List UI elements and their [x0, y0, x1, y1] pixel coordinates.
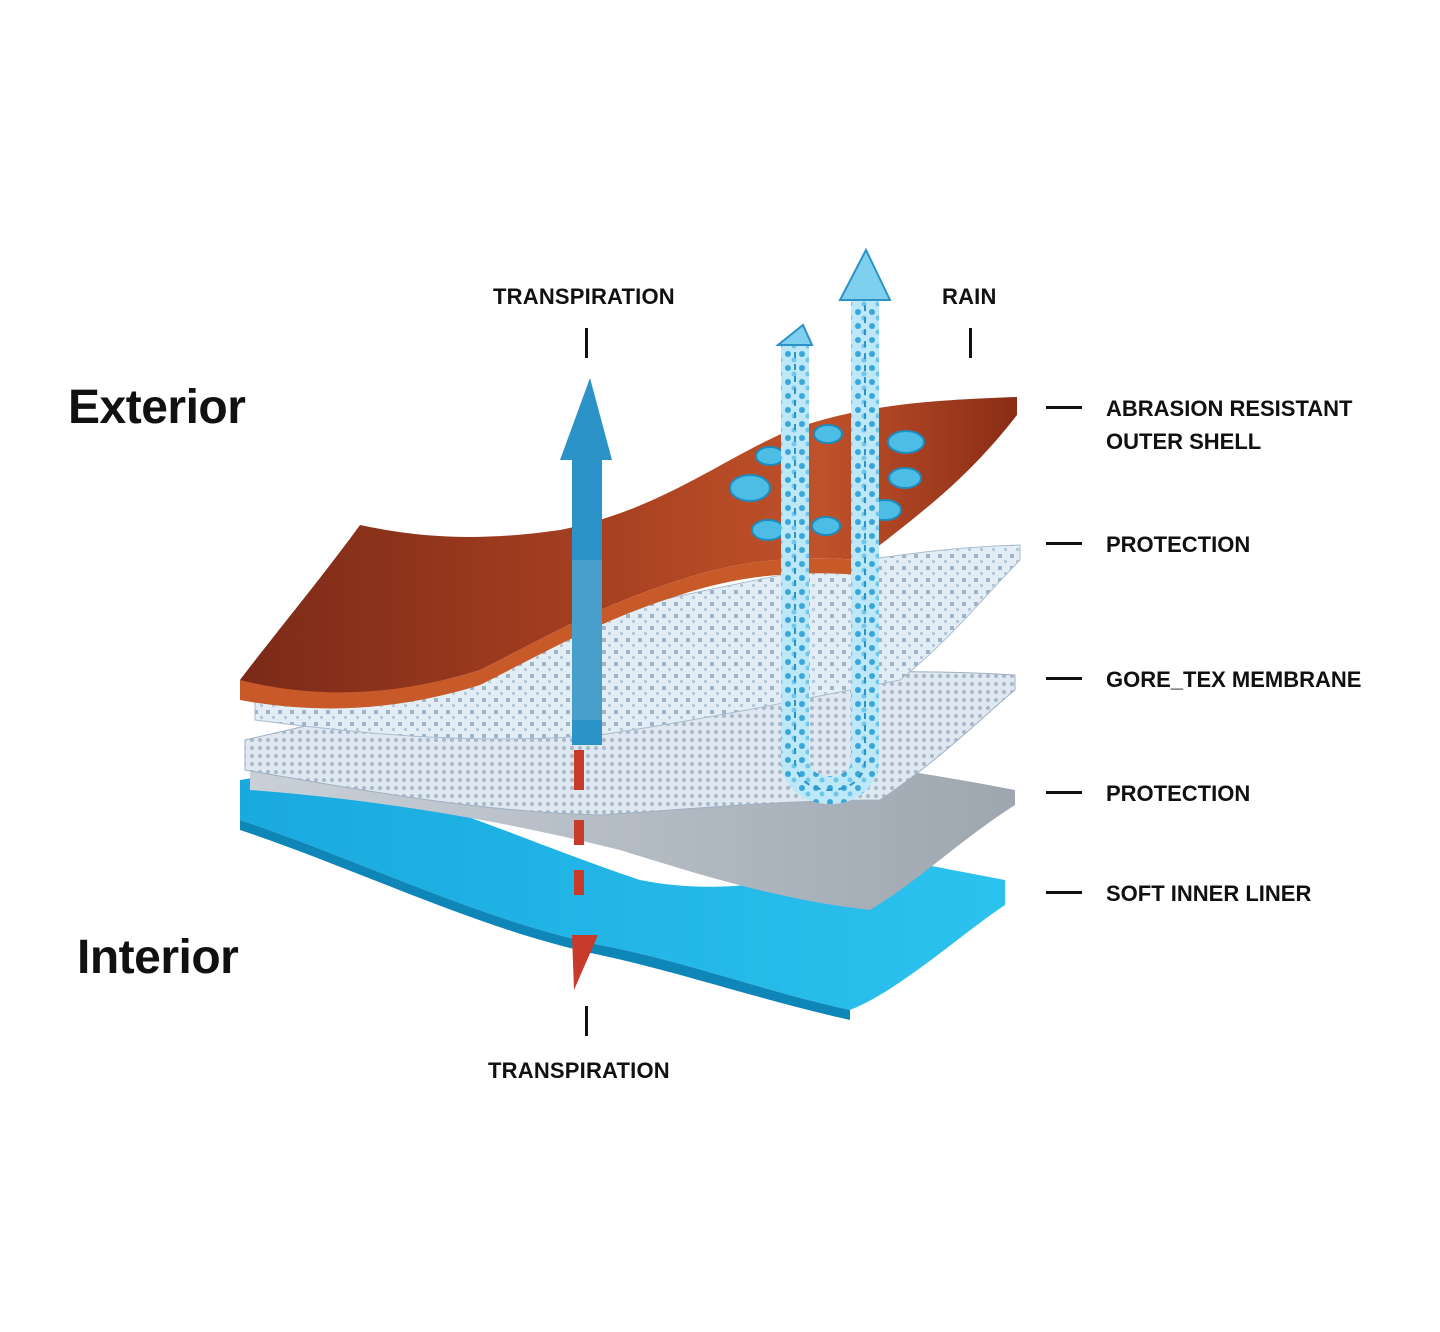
exterior-title: Exterior: [68, 381, 246, 434]
layer-label-line1: ABRASION RESISTANT: [1106, 396, 1353, 421]
water-droplets: [729, 424, 925, 541]
top-transpiration-label: TRANSPIRATION: [493, 284, 675, 309]
rain-arrow: [775, 247, 892, 804]
outer-shell-layer: [240, 397, 1017, 697]
layer-label-dash: [1046, 406, 1082, 409]
layer-label-line1: PROTECTION: [1106, 532, 1251, 557]
bottom-transpiration-tick: [585, 1006, 588, 1036]
layer-label-dash: [1046, 791, 1082, 794]
layer-label-line1: PROTECTION: [1106, 781, 1251, 806]
layer-label-dash: [1046, 891, 1082, 894]
layer-label-line2: OUTER SHELL: [1106, 429, 1262, 454]
inner-liner-edge: [240, 820, 850, 1020]
bottom-transpiration-label: TRANSPIRATION: [488, 1058, 670, 1083]
transpiration-arrow: [560, 378, 612, 745]
layer-label-dash: [1046, 542, 1082, 545]
top-transpiration-tick: [585, 328, 588, 358]
interior-title: Interior: [77, 931, 239, 984]
layer-label-line1: GORE_TEX MEMBRANE: [1106, 667, 1362, 692]
layer-label-dash: [1046, 677, 1082, 680]
inner-liner-layer: [240, 770, 1005, 1010]
heat-stripe: [572, 750, 598, 990]
rain-tick: [969, 328, 972, 358]
rain-label: RAIN: [942, 284, 997, 309]
layer-label-line1: SOFT INNER LINER: [1106, 881, 1312, 906]
